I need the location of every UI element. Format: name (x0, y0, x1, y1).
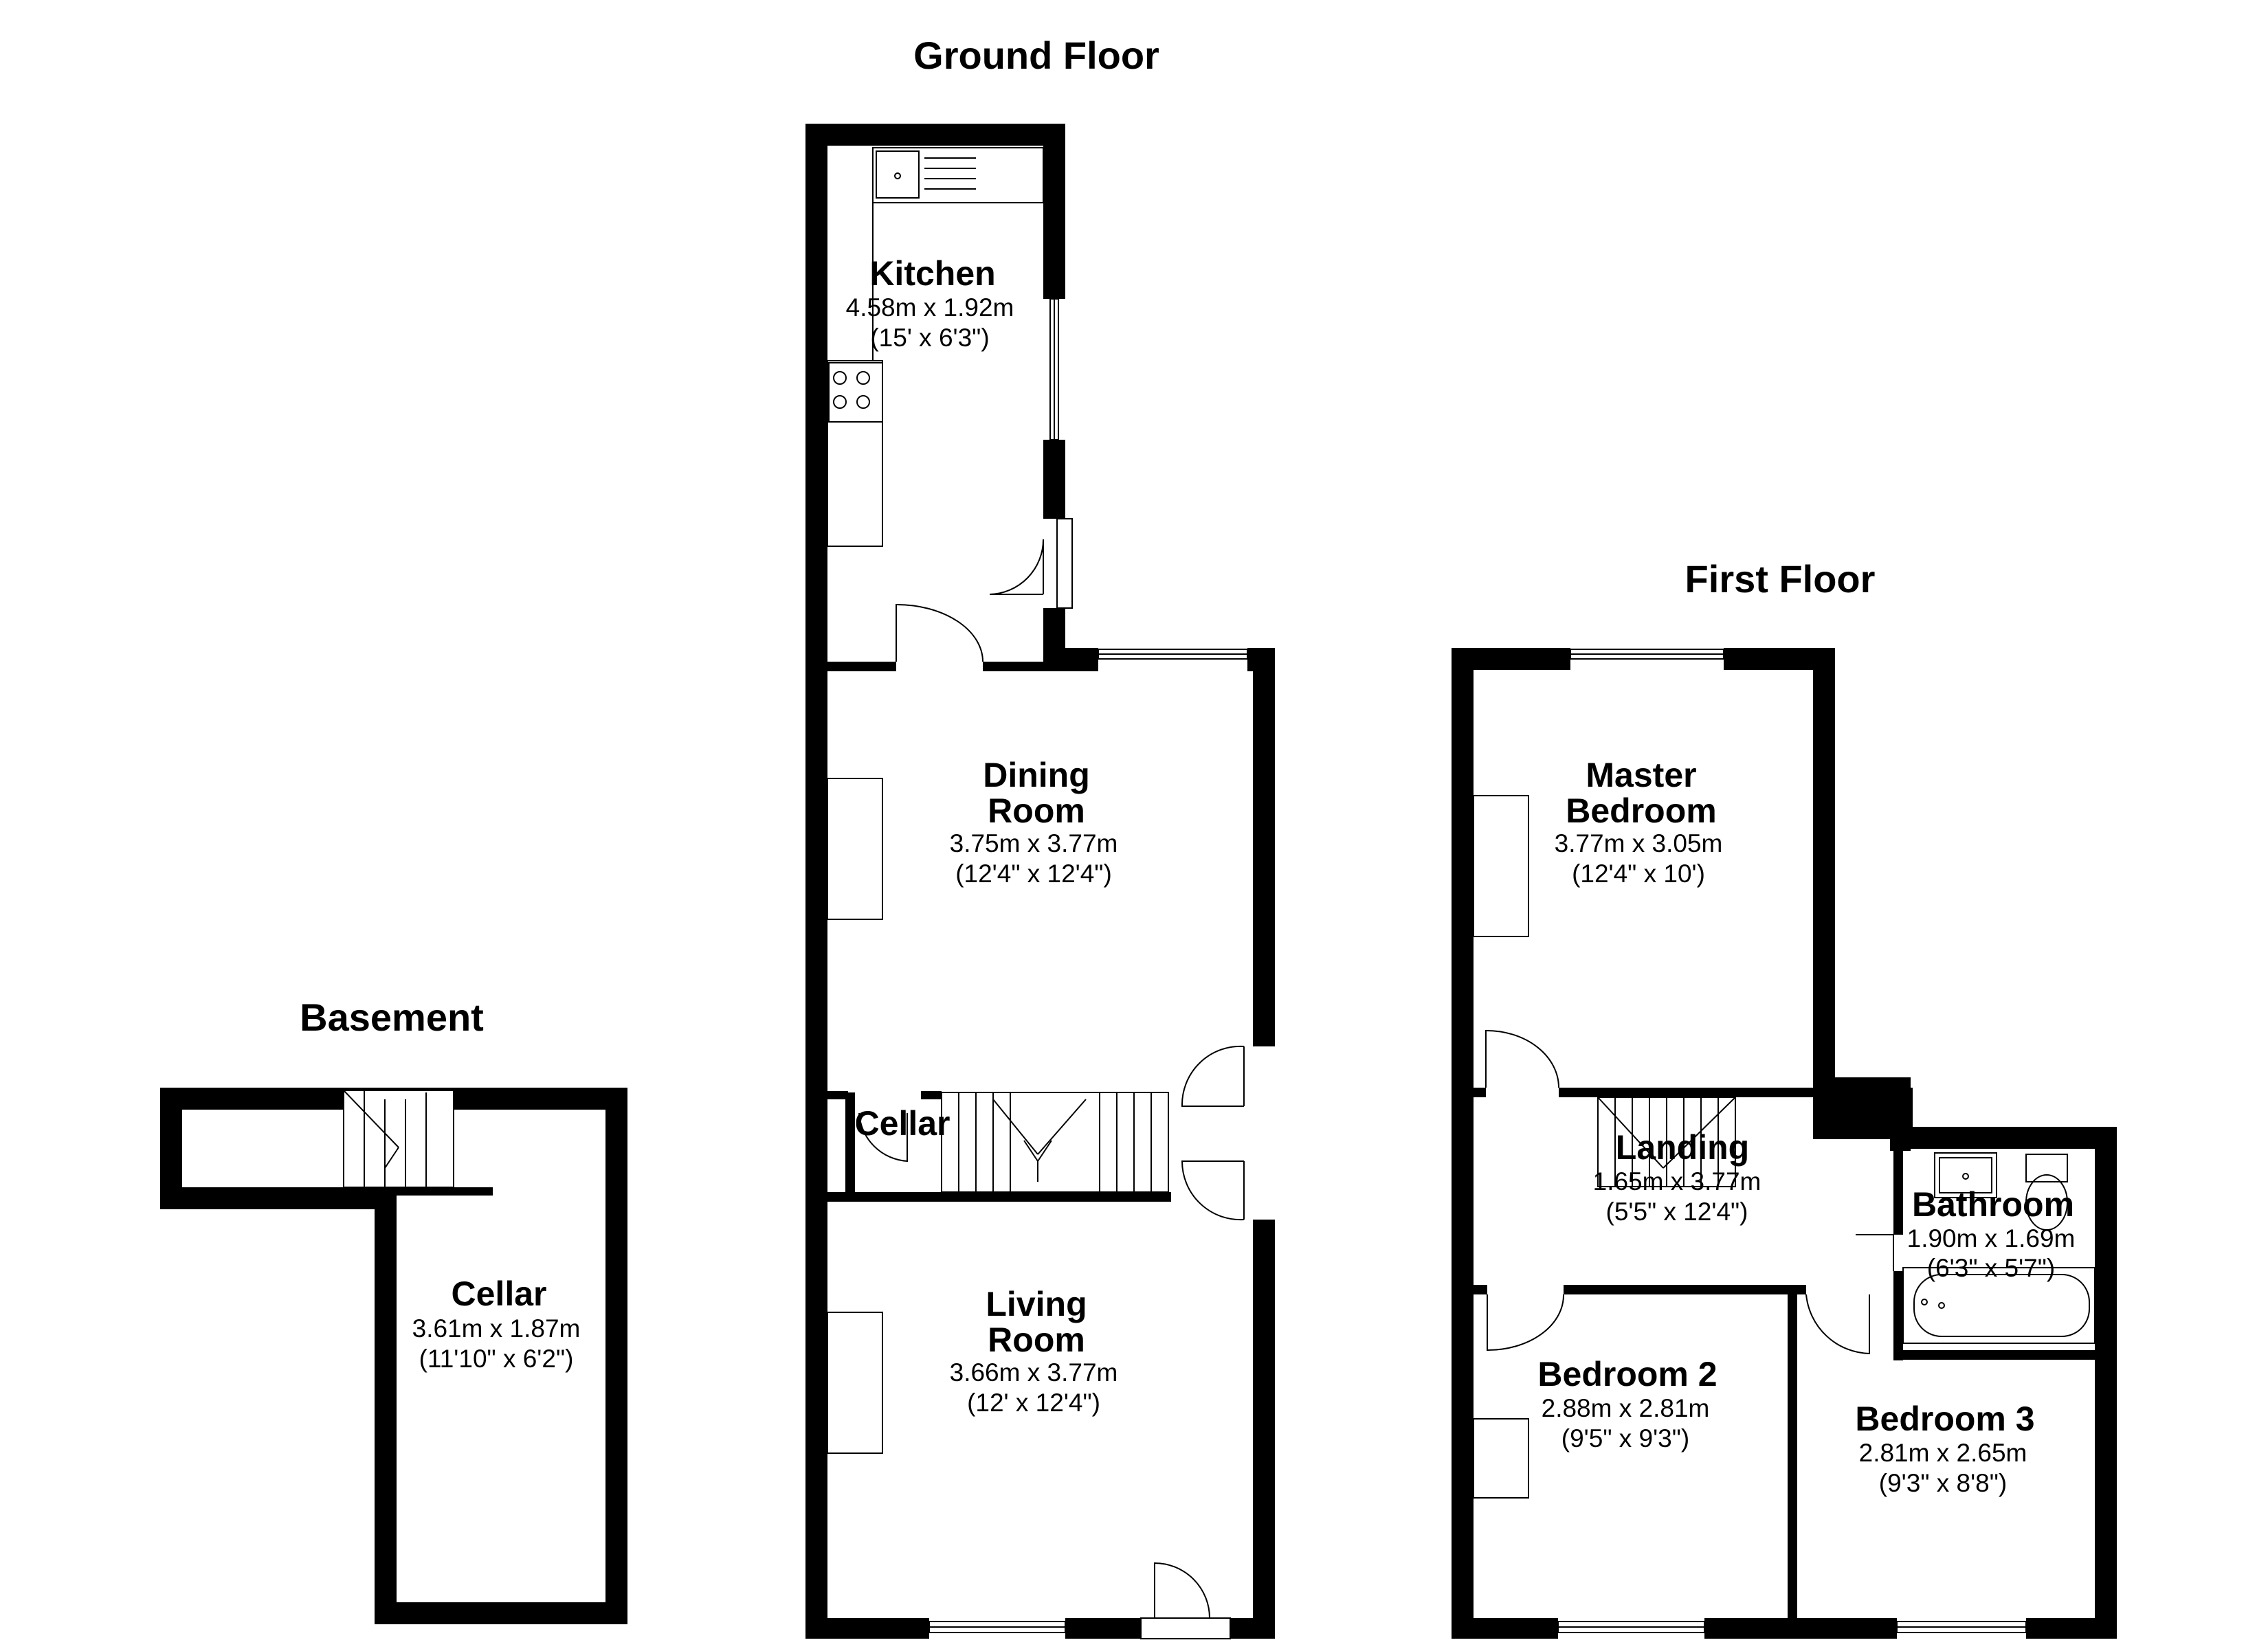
room-name-master-line2: Bedroom (1566, 792, 1716, 830)
first-floor-doors (1485, 1029, 1894, 1355)
basement-plan: Basement Cellar 3.61m x 1.87m (11'10" x … (160, 996, 627, 1624)
basement-stairs (343, 1090, 454, 1188)
room-size-imperial: (9'5" x 9'3") (1561, 1424, 1689, 1452)
bedroom-3-room: Bedroom 3 2.81m x 2.65m (9'3" x 8'8") (1855, 1400, 2034, 1497)
bedroom-2-room: Bedroom 2 2.88m x 2.81m (9'5" x 9'3") (1537, 1355, 1717, 1452)
kitchen-room: Kitchen 4.58m x 1.92m (15' x 6'3") (846, 254, 1014, 352)
kitchen-fixtures (827, 147, 1044, 1454)
room-size-imperial: (9'3" x 8'8") (1879, 1469, 2007, 1497)
room-name-landing: Landing (1616, 1128, 1749, 1167)
room-size-metric: 3.77m x 3.05m (1555, 829, 1723, 857)
basement-walls (160, 1088, 627, 1624)
room-size-imperial: (6'3" x 5'7") (1927, 1254, 2055, 1282)
room-size-metric: 1.90m x 1.69m (1907, 1224, 2076, 1253)
ground-floor-plan: Ground Floor (805, 34, 1275, 1639)
room-name-bathroom: Bathroom (1912, 1185, 2074, 1224)
room-name-bedroom-2: Bedroom 2 (1537, 1355, 1717, 1393)
room-size-metric: 4.58m x 1.92m (846, 293, 1014, 322)
room-name-basement-cellar: Cellar (452, 1275, 547, 1313)
room-size-imperial: (12' x 12'4") (967, 1389, 1100, 1417)
bathroom-room: Bathroom 1.90m x 1.69m (6'3" x 5'7") (1907, 1185, 2076, 1282)
room-name-living-line2: Room (988, 1321, 1085, 1359)
room-size-metric: 3.66m x 3.77m (950, 1358, 1118, 1387)
basement-title: Basement (300, 996, 484, 1039)
room-size-imperial: (12'4" x 12'4") (955, 860, 1112, 888)
room-size-metric: 2.88m x 2.81m (1542, 1394, 1710, 1422)
room-size-metric: 1.65m x 3.77m (1593, 1167, 1761, 1196)
room-name-bedroom-3: Bedroom 3 (1855, 1400, 2034, 1438)
ground-floor-title: Ground Floor (913, 34, 1159, 77)
room-size-imperial: (15' x 6'3") (870, 324, 989, 352)
bathroom-fixtures (1902, 1152, 2095, 1344)
room-size-imperial: (5'5" x 12'4") (1606, 1198, 1748, 1226)
room-name-dining-line2: Room (988, 792, 1085, 830)
first-floor-walls (1452, 648, 2117, 1639)
room-name-master-line1: Master (1586, 756, 1696, 794)
basement-cellar-room: Cellar 3.61m x 1.87m (11'10" x 6'2") (412, 1275, 581, 1373)
first-floor-stairs (1597, 1097, 1736, 1187)
first-floor-plan: First Floor (1452, 557, 2117, 1639)
room-name-ground-cellar: Cellar (855, 1104, 950, 1143)
room-name-living-line1: Living (986, 1285, 1087, 1323)
room-size-imperial: (11'10" x 6'2") (419, 1345, 574, 1373)
ground-floor-windows (929, 298, 1248, 1633)
room-size-metric: 3.61m x 1.87m (412, 1314, 581, 1343)
bedroom-fixtures (1473, 795, 1529, 1499)
room-size-metric: 2.81m x 2.65m (1859, 1439, 2027, 1467)
dining-room: Dining Room 3.75m x 3.77m (12'4" x 12'4"… (950, 756, 1118, 888)
first-floor-windows (1557, 649, 2027, 1633)
ground-floor-doors (858, 518, 1245, 1639)
room-size-imperial: (12'4" x 10') (1572, 860, 1705, 888)
living-room: Living Room 3.66m x 3.77m (12' x 12'4") (950, 1285, 1118, 1417)
first-floor-title: First Floor (1685, 557, 1876, 601)
ground-floor-stairs (941, 1092, 1169, 1193)
room-name-dining-line1: Dining (983, 756, 1090, 794)
room-size-metric: 3.75m x 3.77m (950, 829, 1118, 857)
master-bedroom-room: Master Bedroom 3.77m x 3.05m (12'4" x 10… (1555, 756, 1723, 888)
ground-floor-walls (805, 124, 1275, 1639)
landing-room: Landing 1.65m x 3.77m (5'5" x 12'4") (1593, 1128, 1761, 1226)
room-name-kitchen: Kitchen (869, 254, 995, 293)
